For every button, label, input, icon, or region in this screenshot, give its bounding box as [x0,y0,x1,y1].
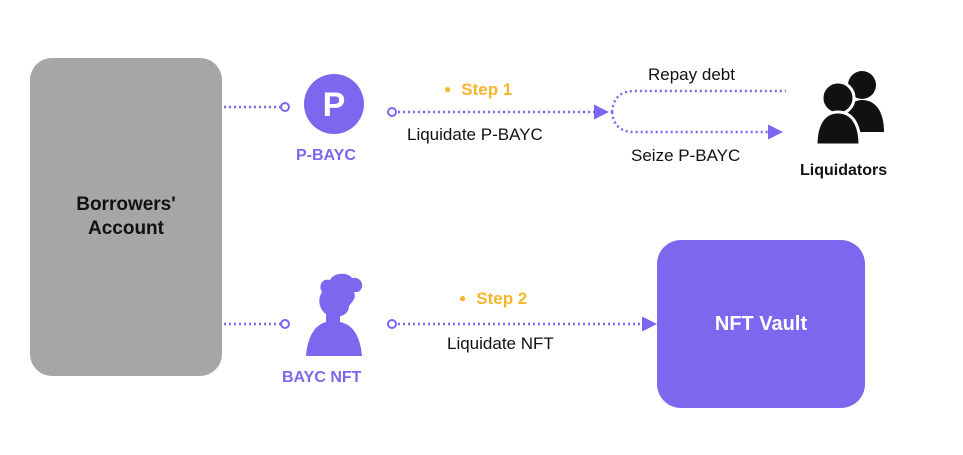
liquidators-label: Liquidators [800,162,888,179]
repay-debt-connector [610,89,786,113]
liquidate-pbayc-label: Liquidate P-BAYC [407,125,543,144]
step2-text: Step 2 [476,289,528,308]
step1-label: ● Step 1 [444,80,512,100]
step1-text: Step 1 [461,80,513,99]
connector-account-baycnft [224,319,290,329]
seize-connector [610,111,783,140]
bayc-nft-label: BAYC NFT [282,369,362,386]
step1-arrow [387,104,609,120]
seize-pbayc-label: Seize P-BAYC [631,146,741,165]
p-bayc-label: P-BAYC [296,147,356,164]
ape-avatar-icon [306,273,363,356]
nft-vault-box: NFT Vault [657,240,865,408]
svg-text:P: P [323,86,346,124]
account-label-line1: Borrowers' [76,194,176,215]
repay-debt-label: Repay debt [648,65,735,84]
step2-label: ● Step 2 [459,289,527,309]
step2-bullet: ● [459,291,467,305]
step1-bullet: ● [444,82,452,96]
liquidate-nft-label: Liquidate NFT [447,334,554,353]
account-label-line2: Account [87,218,164,239]
step2-arrow [387,316,657,332]
p-bayc-coin-icon: P [304,74,364,134]
connector-account-pbayc [224,102,290,112]
users-icon [814,71,884,147]
nft-vault-label: NFT Vault [714,312,808,335]
borrowers-account-box: Borrowers' Account [30,58,222,376]
